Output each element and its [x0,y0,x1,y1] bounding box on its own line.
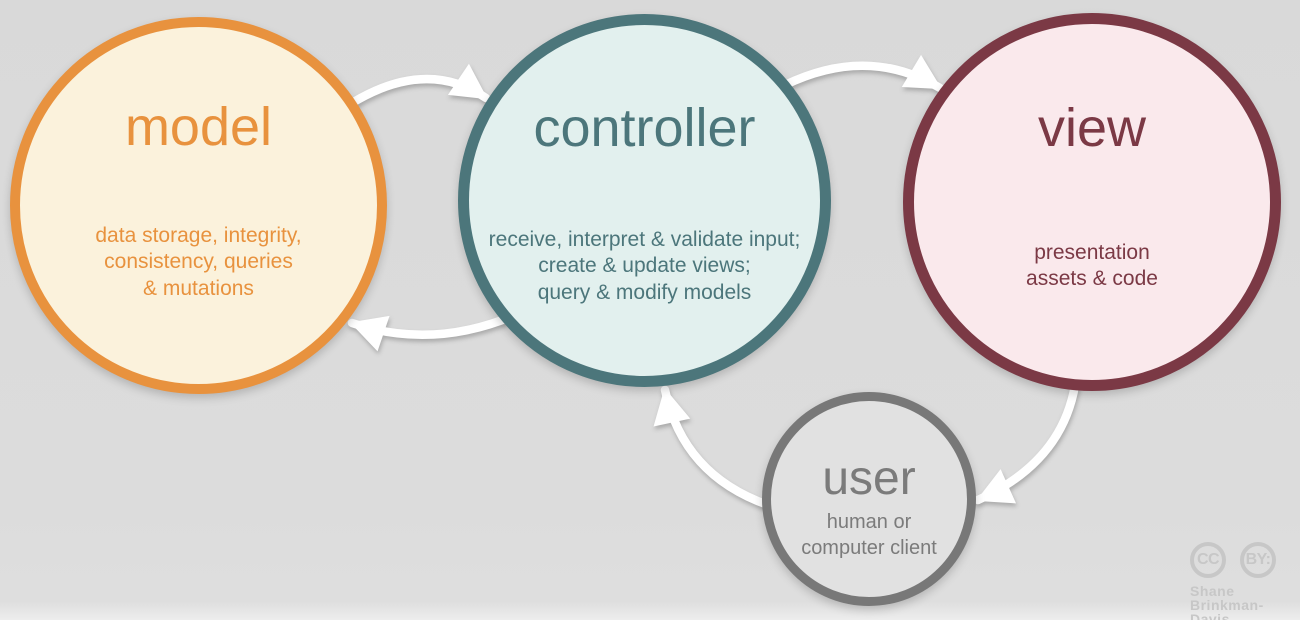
arrow-controller-to-view [780,54,945,93]
model-subtitle: data storage, integrity, consistency, qu… [95,224,302,300]
view-node: view presentation assets & code [903,13,1281,391]
arrow-user-to-controller [653,385,773,510]
arrow-controller-to-model [347,310,520,352]
controller-title: controller [533,98,756,158]
user-title: user [822,452,916,505]
by-icon: BY: [1240,542,1276,578]
model-node: model data storage, integrity, consisten… [10,17,387,394]
view-subtitle: presentation assets & code [1026,241,1158,291]
license-attribution: CC BY: Shane Brinkman-Davis [1190,542,1300,620]
model-title: model [124,97,273,157]
controller-node: controller receive, interpret & validate… [458,14,831,387]
user-subtitle: human or computer client [801,511,937,559]
arrow-view-to-user [973,380,1080,505]
controller-subtitle: receive, interpret & validate input; cre… [488,228,801,304]
user-node: user human or computer client [762,392,976,606]
attribution-name: Shane Brinkman-Davis [1190,583,1264,620]
cc-icon: CC [1190,542,1226,578]
view-title: view [1037,98,1147,158]
